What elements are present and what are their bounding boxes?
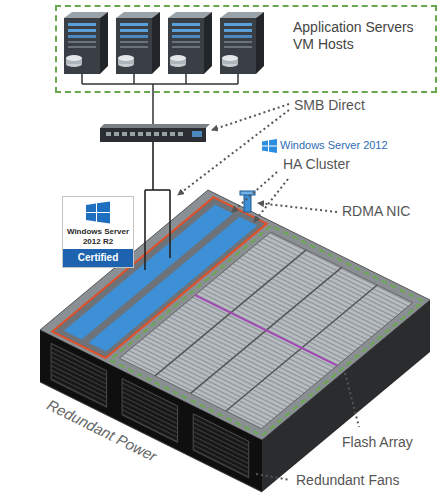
flash-drives bbox=[110, 226, 423, 436]
uplink-wires bbox=[145, 142, 170, 270]
leader-lines bbox=[178, 104, 359, 480]
windows-logo bbox=[262, 139, 277, 153]
server-icons bbox=[64, 12, 264, 74]
product-label: Windows Server 2012 bbox=[280, 139, 388, 152]
group-box: Application Servers VM Hosts bbox=[55, 5, 437, 93]
network-switch bbox=[100, 124, 210, 142]
certified-badge: Windows Server 2012 R2Certified bbox=[62, 196, 134, 268]
network-wires bbox=[82, 74, 238, 124]
windows-logo bbox=[63, 197, 133, 227]
power-label: Redundant Power bbox=[44, 396, 160, 466]
badge-title: Windows Server 2012 R2 bbox=[63, 227, 133, 249]
protocol-label: SMB Direct bbox=[294, 97, 365, 114]
cluster-label: HA Cluster bbox=[283, 156, 350, 173]
nic-bracket bbox=[240, 191, 255, 212]
flash-label: Flash Array bbox=[342, 434, 413, 451]
group-label: Application Servers VM Hosts bbox=[293, 19, 427, 53]
storage-chassis bbox=[40, 190, 430, 492]
badge-band: Certified bbox=[63, 249, 133, 267]
nic-label: RDMA NIC bbox=[342, 203, 410, 220]
fans-label: Redundant Fans bbox=[296, 472, 400, 489]
